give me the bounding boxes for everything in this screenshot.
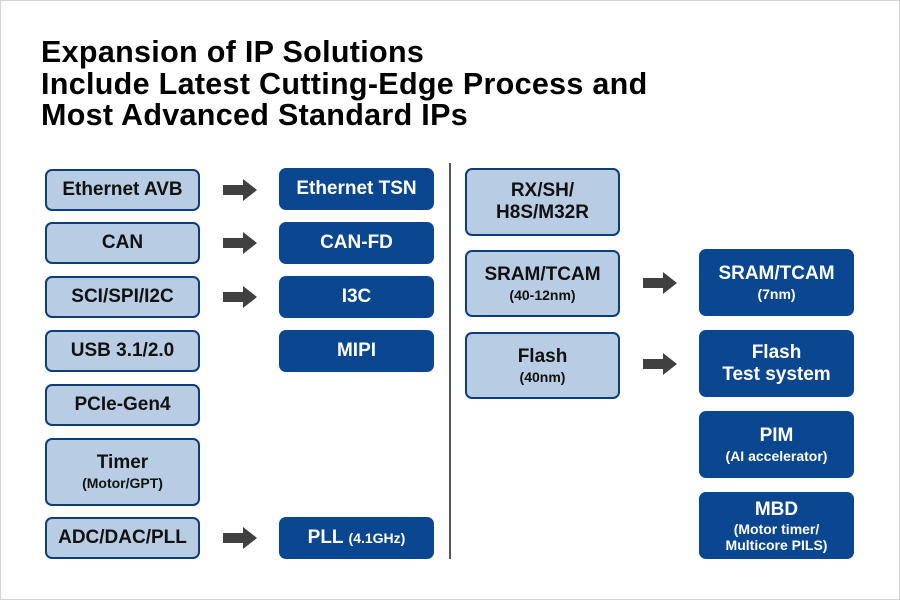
box-label: PIM — [759, 424, 794, 446]
box-label: SRAM/TCAM — [718, 262, 835, 284]
existing-ip-ethernet-avb: Ethernet AVB — [45, 169, 200, 211]
box-sublabel: (Motor timer/ — [733, 520, 820, 537]
box-sublabel: (40-12nm) — [509, 286, 576, 303]
new-ip-i3c: I3C — [279, 276, 434, 318]
box-label: MBD — [754, 498, 799, 520]
box-label: Flash — [517, 345, 568, 367]
existing-ip-pcie: PCIe-Gen4 — [45, 384, 200, 426]
box-label: Flash — [751, 341, 802, 363]
right-arrow-icon — [643, 353, 677, 375]
new-ip-mbd: MBD (Motor timer/ Multicore PILS) — [699, 492, 854, 559]
new-ip-ethernet-tsn: Ethernet TSN — [279, 168, 434, 210]
box-label: RX/SH/ — [510, 180, 575, 201]
box-label: PCIe-Gen4 — [74, 394, 171, 415]
new-ip-pll: PLL (4.1GHz) — [279, 517, 434, 559]
box-sublabel-line2: Multicore PILS) — [725, 536, 828, 553]
box-label: ADC/DAC/PLL — [58, 527, 187, 548]
box-label: PLL — [307, 527, 344, 548]
box-sublabel: (AI accelerator) — [725, 447, 828, 464]
right-arrow-icon — [223, 286, 257, 308]
new-ip-flash-test-system: Flash Test system — [699, 330, 854, 397]
box-label: I3C — [341, 286, 372, 307]
box-sublabel: (Motor/GPT) — [82, 475, 163, 491]
existing-ip-adc-dac-pll: ADC/DAC/PLL — [45, 517, 200, 559]
existing-ip-rx-sh-h8s-m32r: RX/SH/ H8S/M32R — [465, 168, 620, 236]
existing-ip-sci-spi-i2c: SCI/SPI/I2C — [45, 276, 200, 318]
box-label-line2: Test system — [722, 363, 831, 385]
box-label: CAN-FD — [320, 232, 393, 253]
existing-ip-timer: Timer (Motor/GPT) — [45, 438, 200, 506]
right-arrow-icon — [223, 232, 257, 254]
new-ip-pim: PIM (AI accelerator) — [699, 411, 854, 478]
box-label: Timer — [96, 452, 149, 473]
box-label: SCI/SPI/I2C — [71, 286, 174, 307]
box-label-line2: H8S/M32R — [496, 202, 589, 223]
existing-ip-usb: USB 3.1/2.0 — [45, 330, 200, 372]
right-arrow-icon — [223, 527, 257, 549]
existing-ip-flash: Flash (40nm) — [465, 332, 620, 399]
box-label: USB 3.1/2.0 — [70, 340, 175, 361]
box-label: Ethernet AVB — [62, 179, 183, 200]
title-line-2: Include Latest Cutting-Edge Process and — [41, 66, 648, 101]
box-label: SRAM/TCAM — [484, 263, 601, 285]
right-arrow-icon — [223, 179, 257, 201]
existing-ip-can: CAN — [45, 222, 200, 264]
box-sublabel: (4.1GHz) — [348, 530, 406, 546]
title-line-1: Expansion of IP Solutions — [41, 35, 425, 69]
box-sublabel: (7nm) — [757, 285, 796, 302]
box-label: CAN — [101, 232, 144, 253]
new-ip-can-fd: CAN-FD — [279, 222, 434, 264]
new-ip-sram-tcam-7nm: SRAM/TCAM (7nm) — [699, 249, 854, 316]
existing-ip-sram-tcam: SRAM/TCAM (40-12nm) — [465, 250, 620, 317]
new-ip-mipi: MIPI — [279, 330, 434, 372]
box-sublabel: (40nm) — [519, 368, 566, 385]
box-label: MIPI — [336, 340, 377, 361]
page-title: Expansion of IP Solutions Include Latest… — [41, 35, 648, 132]
right-arrow-icon — [643, 272, 677, 294]
panel-divider — [449, 163, 451, 559]
title-line-3: Most Advanced Standard IPs — [41, 98, 468, 132]
box-label: Ethernet TSN — [296, 178, 417, 199]
